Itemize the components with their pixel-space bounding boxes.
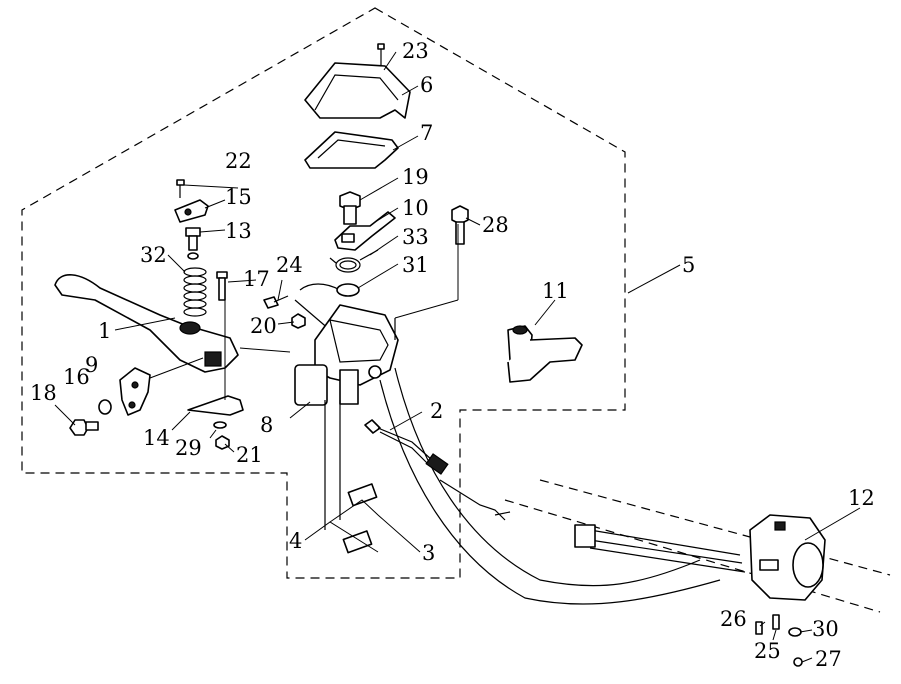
nut-21 bbox=[215, 435, 230, 450]
callout-2: 2 bbox=[430, 399, 443, 423]
callout-5: 5 bbox=[682, 253, 695, 277]
lever-pin bbox=[185, 227, 201, 260]
callout-14: 14 bbox=[143, 426, 170, 450]
bolt-19 bbox=[339, 191, 361, 225]
bolt-28 bbox=[451, 205, 469, 245]
callout-26: 26 bbox=[720, 607, 747, 631]
callout-24: 24 bbox=[276, 253, 303, 277]
lever-plate bbox=[174, 199, 209, 223]
callout-9: 9 bbox=[85, 353, 98, 377]
callout-22: 22 bbox=[225, 149, 252, 173]
o-ring bbox=[336, 283, 360, 297]
stop-switch bbox=[119, 367, 151, 416]
callout-7: 7 bbox=[420, 121, 433, 145]
callout-32: 32 bbox=[140, 243, 167, 267]
reservoir-cover bbox=[304, 62, 411, 119]
callout-11: 11 bbox=[542, 279, 569, 303]
callout-20: 20 bbox=[250, 314, 277, 338]
nut-20 bbox=[291, 313, 306, 329]
callout-21: 21 bbox=[236, 443, 263, 467]
leader-lines bbox=[54, 51, 861, 663]
callout-12: 12 bbox=[848, 486, 875, 510]
screw-17 bbox=[216, 271, 228, 301]
cable-adjusters bbox=[324, 400, 378, 554]
callout-8: 8 bbox=[260, 413, 273, 437]
master-cylinder-body bbox=[294, 304, 399, 406]
callout-16: 16 bbox=[63, 365, 90, 389]
callout-29: 29 bbox=[175, 436, 202, 460]
callout-17: 17 bbox=[243, 267, 270, 291]
callout-28: 28 bbox=[482, 213, 509, 237]
callout-15: 15 bbox=[225, 185, 252, 209]
callout-3: 3 bbox=[422, 541, 435, 565]
callout-4: 4 bbox=[289, 529, 302, 553]
callout-1: 1 bbox=[98, 319, 111, 343]
callout-25: 25 bbox=[754, 639, 781, 663]
callouts: 1 2 3 4 5 6 7 8 9 10 11 12 13 14 15 16 1… bbox=[30, 39, 875, 671]
assembly-boundary bbox=[21, 7, 626, 579]
diaphragm-plate bbox=[304, 131, 399, 169]
handlebar-switch bbox=[574, 514, 826, 601]
clamp-lever bbox=[507, 325, 583, 383]
screw-22 bbox=[176, 179, 185, 198]
lever-spring bbox=[183, 267, 207, 317]
callout-13: 13 bbox=[225, 219, 252, 243]
callout-18: 18 bbox=[30, 381, 57, 405]
callout-6: 6 bbox=[420, 73, 433, 97]
callout-27: 27 bbox=[815, 647, 842, 671]
callout-19: 19 bbox=[402, 165, 429, 189]
stop-switch-wire bbox=[364, 419, 511, 521]
callout-30: 30 bbox=[812, 617, 839, 641]
switch-screws bbox=[755, 614, 803, 667]
callout-33: 33 bbox=[402, 225, 429, 249]
callout-23: 23 bbox=[402, 39, 429, 63]
callout-31: 31 bbox=[402, 253, 429, 277]
bushing-16 bbox=[98, 399, 112, 415]
handlebar bbox=[294, 283, 891, 613]
bolt-18 bbox=[69, 419, 99, 436]
callout-10: 10 bbox=[402, 196, 429, 220]
washer-29 bbox=[213, 421, 227, 429]
return-spring bbox=[329, 249, 379, 273]
screw-24 bbox=[263, 295, 289, 309]
bracket-14 bbox=[187, 395, 244, 416]
switch-bracket bbox=[334, 211, 396, 251]
cover-screw bbox=[377, 43, 385, 66]
